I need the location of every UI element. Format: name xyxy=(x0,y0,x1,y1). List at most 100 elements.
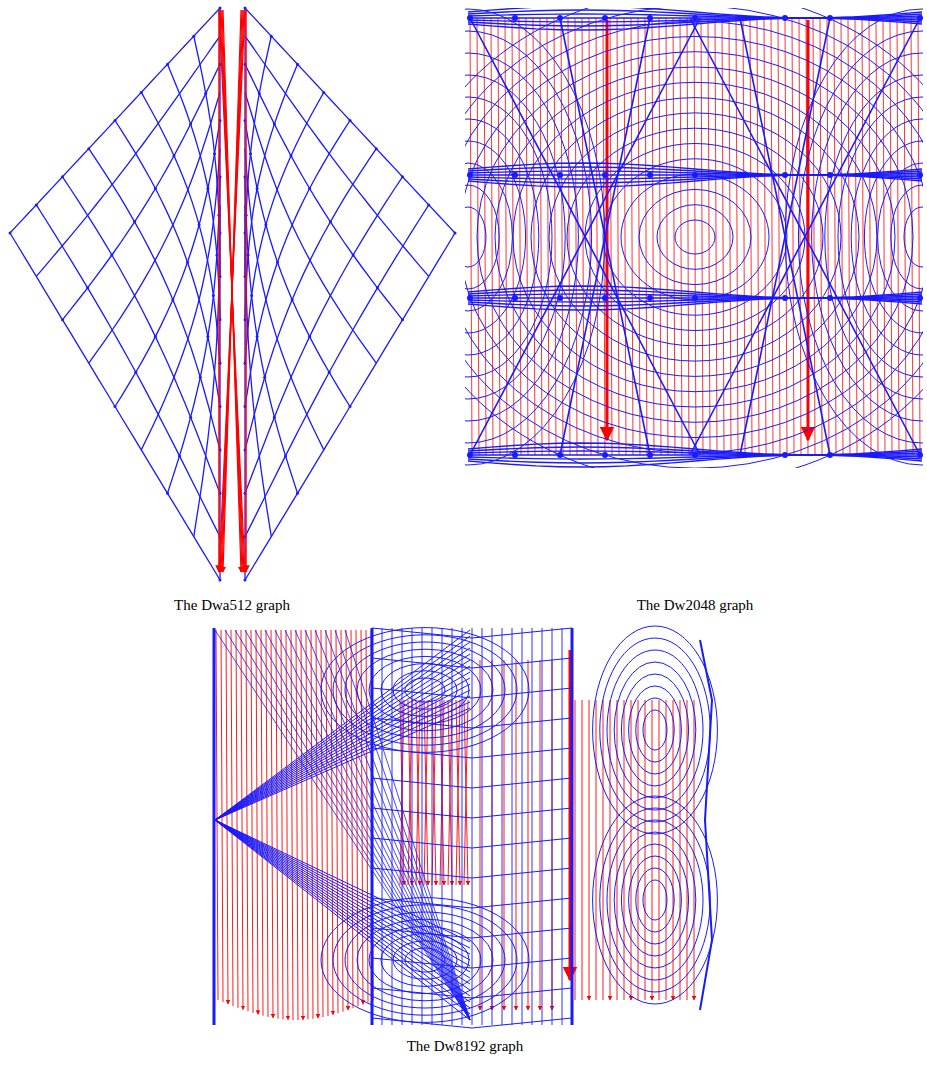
directed-edge xyxy=(589,700,590,1000)
graph-edge xyxy=(690,18,920,455)
graph-edge xyxy=(372,808,572,818)
graph-vertex xyxy=(737,172,743,178)
dwa512-drawing xyxy=(9,7,457,582)
graph-vertex xyxy=(467,172,473,178)
directed-edge xyxy=(659,700,660,1000)
graph-edge xyxy=(402,628,403,1025)
directed-edge xyxy=(806,18,808,455)
graph-edge xyxy=(393,941,457,979)
graph-edge xyxy=(891,185,923,289)
directed-edge xyxy=(223,10,241,572)
graph-edge xyxy=(552,628,553,1025)
graph-vertex xyxy=(258,92,261,95)
directed-edge xyxy=(757,18,759,455)
graph-edge xyxy=(245,8,455,233)
graph-edge xyxy=(643,710,667,750)
graph-edge xyxy=(432,628,433,1025)
graph-edge xyxy=(168,177,221,494)
graph-edge xyxy=(63,64,221,319)
graph-vertex xyxy=(692,295,698,301)
graph-edge xyxy=(629,856,682,944)
graph-edge xyxy=(465,31,592,443)
graph-edge xyxy=(465,36,923,437)
graph-edge xyxy=(477,52,913,423)
graph-edge xyxy=(10,8,220,233)
graph-vertex xyxy=(264,223,267,226)
graph-edge xyxy=(245,149,376,450)
directed-edge xyxy=(219,10,245,572)
graph-vertex xyxy=(308,335,311,338)
graph-vertex xyxy=(401,175,404,178)
graph-vertex xyxy=(140,91,143,94)
directed-edge xyxy=(296,630,298,1020)
directed-edge xyxy=(456,700,460,885)
directed-edge xyxy=(316,630,318,1018)
directed-edge xyxy=(575,700,576,1000)
graph-edge xyxy=(465,53,578,421)
directed-edge xyxy=(470,18,472,455)
graph-edge xyxy=(372,868,572,878)
directed-edge xyxy=(326,630,328,1016)
graph-caption: The Dwa512 graph xyxy=(172,597,292,614)
directed-edge xyxy=(220,10,244,572)
graph-edge xyxy=(636,698,674,762)
directed-edge xyxy=(220,10,244,572)
graph-vertex xyxy=(291,298,294,301)
graph-vertex xyxy=(328,371,331,374)
dw8192-drawing xyxy=(214,626,717,1028)
directed-edge xyxy=(516,660,517,1010)
graph-vertex xyxy=(219,579,222,582)
graph-vertex xyxy=(427,203,430,206)
graph-vertex xyxy=(61,318,64,321)
graph-edge xyxy=(470,18,700,455)
directed-edge xyxy=(216,630,218,1000)
graph-edge xyxy=(372,718,572,728)
directed-edge xyxy=(582,700,583,1000)
directed-edge xyxy=(736,18,738,455)
directed-edge xyxy=(771,18,773,455)
graph-vertex xyxy=(512,452,518,458)
graph-vertex xyxy=(270,35,273,38)
graph-edge xyxy=(393,671,457,709)
graph-vertex xyxy=(349,119,352,122)
graph-vertex xyxy=(247,254,250,257)
directed-edge xyxy=(526,18,528,455)
graph-edge xyxy=(265,630,470,1020)
dw2048-drawing xyxy=(465,8,923,468)
graph-edge xyxy=(740,18,830,455)
graph-edge xyxy=(560,18,650,455)
directed-edge xyxy=(432,700,436,885)
graph-edge xyxy=(600,808,710,992)
graph-edge xyxy=(600,638,710,822)
directed-edge xyxy=(504,660,505,1010)
graph-vertex xyxy=(917,295,923,301)
directed-edge xyxy=(223,10,241,572)
graph-vertex xyxy=(512,172,518,178)
graph-vertex xyxy=(154,187,157,190)
graph-edge xyxy=(305,630,470,1020)
graph-vertex xyxy=(35,203,38,206)
directed-edge xyxy=(855,18,857,455)
graph-vertex xyxy=(192,35,195,38)
graph-vertex xyxy=(692,452,698,458)
graph-vertex xyxy=(692,172,698,178)
graph-vertex xyxy=(250,294,253,297)
graph-vertex xyxy=(244,579,247,582)
graph-vertex xyxy=(189,416,192,419)
graph-vertex xyxy=(782,452,788,458)
directed-edge xyxy=(533,18,535,455)
graph-vertex xyxy=(87,147,90,150)
graph-vertex xyxy=(352,254,355,257)
graph-edge xyxy=(621,174,769,300)
directed-edge xyxy=(351,630,353,1008)
graph-edge xyxy=(371,628,374,1025)
graph-vertex xyxy=(872,15,878,21)
graph-edge xyxy=(629,686,682,774)
graph-vertex xyxy=(9,232,12,235)
graph-edge xyxy=(904,207,923,267)
graph-vertex xyxy=(154,335,157,338)
graph-edge xyxy=(492,628,493,1025)
graph-edge xyxy=(465,207,486,267)
graph-edge xyxy=(392,628,393,1025)
graph-edge xyxy=(465,119,539,355)
